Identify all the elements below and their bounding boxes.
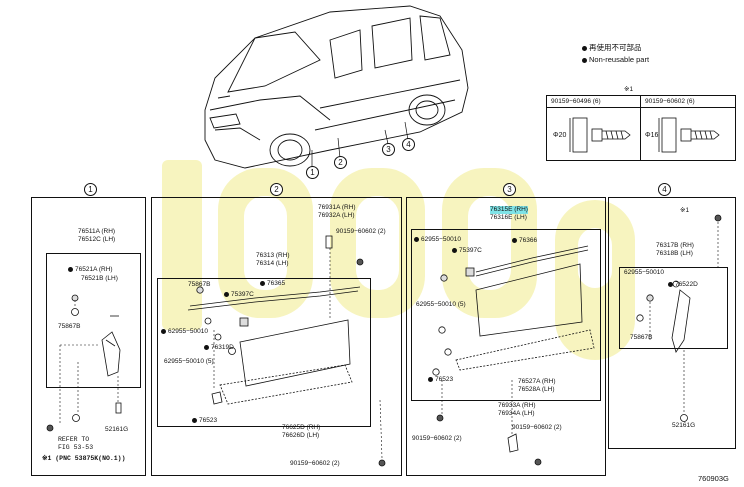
part-76319D: 76319D — [204, 344, 234, 352]
section-1-inner-box — [46, 253, 141, 388]
section-3-number: 3 — [503, 183, 516, 196]
figure-code: 760903G — [698, 474, 729, 483]
part-76313: 76313 (RH) — [256, 252, 290, 259]
part-76316E: 76316E (LH) — [490, 214, 527, 221]
ref-line-2: FIG 53-53 — [58, 444, 94, 451]
part-75867B-s2: 75867B — [188, 281, 211, 288]
part-76625D: 76625D (RH) — [282, 424, 321, 431]
section-4-number: 4 — [658, 183, 671, 196]
part-76521A: 76521A (RH) — [68, 266, 113, 274]
part-76365: 76365 — [260, 280, 285, 288]
part-76933A: 76933A (RH) — [498, 402, 536, 409]
section-2-inner-box — [157, 278, 371, 427]
part-76626D: 76626D (LH) — [282, 432, 320, 439]
car-callout-4: 4 — [402, 138, 415, 151]
part-62955-50010-s3: 62955−50010 — [414, 236, 461, 244]
table-col1-header: 90159−60496 (6) — [551, 98, 601, 105]
legend-non-reusable-en: Non-reusable part — [582, 55, 649, 64]
part-75867B-s1: 75867B — [58, 323, 81, 330]
part-62955-50010-5-s2: 62955−50010 (5) — [164, 358, 214, 365]
part-75397C-s2: 75397C — [224, 291, 254, 299]
part-52161G-s4: 52161G — [672, 422, 696, 429]
part-90159-60602-s2b: 90159−60602 (2) — [290, 460, 340, 467]
car-callout-3: 3 — [382, 143, 395, 156]
part-76512C: 76512C (LH) — [78, 236, 116, 243]
section-3-inner-box — [411, 229, 601, 401]
ref-line-3: ※1 (PNC 53875K(NO.1)) — [42, 455, 126, 462]
part-62955-50010-5-s3: 62955−50010 (5) — [416, 301, 466, 308]
part-76528A: 76528A (LH) — [518, 386, 555, 393]
car-callout-2: 2 — [334, 156, 347, 169]
part-76521B: 76521B (LH) — [81, 275, 118, 282]
table-mark: ※1 — [624, 86, 634, 93]
part-62955-50010-s4: 62955−50010 — [624, 269, 664, 276]
part-76934A: 76934A (LH) — [498, 410, 535, 417]
section-1-panel — [31, 197, 146, 476]
part-76317B: 76317B (RH) — [656, 242, 694, 249]
part-90159-60602-s3a: 90159−60602 (2) — [512, 424, 562, 431]
part-62955-50010-s2: 62955−50010 — [161, 328, 208, 336]
section-2-number: 2 — [270, 183, 283, 196]
part-76523-s3: 76523 — [428, 376, 453, 384]
section-4-panel — [608, 197, 736, 449]
part-76523-s2: 76523 — [192, 417, 217, 425]
part-76932A: 76932A (LH) — [318, 212, 355, 219]
ref-line-1: REFER TO — [58, 436, 90, 443]
mark-s4: ※1 — [680, 207, 690, 214]
section-4-inner-box — [619, 267, 728, 349]
bullet-icon — [582, 57, 587, 63]
table-col2-header: 90159−60602 (6) — [645, 98, 695, 105]
car-callout-1: 1 — [306, 166, 319, 179]
legend-non-reusable-jp: 再使用不可部品 — [582, 42, 642, 53]
part-76314: 76314 (LH) — [256, 260, 289, 267]
part-76315E-highlighted[interactable]: 76315E (RH) — [490, 206, 528, 214]
part-75397C-s3: 75397C — [452, 247, 482, 255]
part-90159-60602-s3b: 90159−60602 (2) — [412, 435, 462, 442]
part-90159-60602-s2a: 90159−60602 (2) — [336, 228, 386, 235]
bullet-icon — [582, 45, 587, 51]
section-1-number: 1 — [84, 183, 97, 196]
part-76318B: 76318B (LH) — [656, 250, 693, 257]
part-76366: 76366 — [512, 237, 537, 245]
part-76511A: 76511A (RH) — [78, 228, 116, 235]
fastener-table: 90159−60496 (6) 90159−60602 (6) Φ20 Φ16 — [546, 95, 736, 161]
part-75867B-s4: 75867B — [630, 334, 653, 341]
table-dim2: Φ16 — [645, 132, 659, 139]
table-dim1: Φ20 — [553, 132, 567, 139]
section-2-panel — [151, 197, 402, 476]
section-3-panel — [406, 197, 606, 476]
part-76522D: 76522D — [668, 281, 698, 289]
part-52161G-s1: 52161G — [105, 426, 129, 433]
part-76931A: 76931A (RH) — [318, 204, 356, 211]
part-76527A: 76527A (RH) — [518, 378, 556, 385]
